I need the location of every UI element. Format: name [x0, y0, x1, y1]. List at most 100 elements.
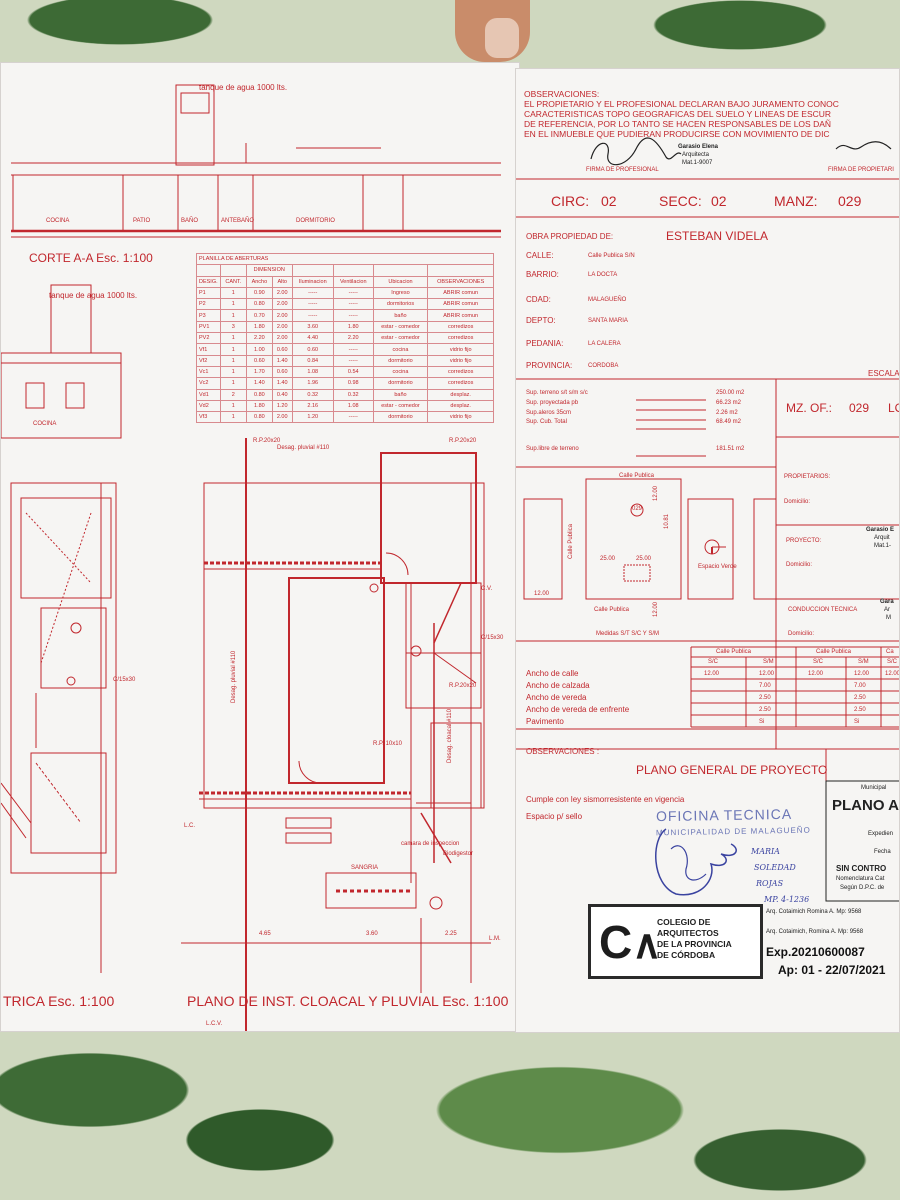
rp20x20-label-b: R.P.20x20 — [449, 438, 477, 444]
plano-general-title: PLANO GENERAL DE PROYECTO — [636, 763, 828, 777]
tank-label: tanque de agua 1000 lts. — [199, 83, 288, 92]
municipal-title-big: PLANO A — [832, 797, 899, 814]
room-dormitorio: DORMITORIO — [296, 218, 335, 224]
openings-cell: dormitorio — [372, 354, 429, 367]
handwritten-name-1: MARIA — [751, 847, 780, 856]
openings-cell: Vd2 — [196, 399, 221, 413]
dim-360: 3.60 — [366, 931, 378, 937]
handwritten-name-3: ROJAS — [756, 879, 784, 888]
openings-cell: Vf3 — [196, 411, 221, 424]
openings-cell: ABRIR comun — [427, 298, 494, 311]
openings-cell: estar - comedor — [372, 320, 429, 334]
drawing-sheet-left: tanque de agua 1000 lts. tanque de agua … — [0, 62, 520, 1032]
municipal-fecha: Fecha — [874, 849, 891, 855]
room-cocina: COCINA — [46, 218, 70, 224]
surface-label: Sup. proyectada pb — [526, 400, 579, 406]
openings-cell: P1 — [196, 286, 221, 300]
openings-cell: 2.00 — [271, 309, 293, 322]
openings-cell: 1.00 — [245, 343, 273, 356]
street-row-label: Ancho de vereda — [526, 693, 587, 702]
cs15x30-label-b: C/15x30 — [113, 677, 136, 683]
openings-cell: 1.08 — [332, 399, 374, 413]
holding-thumb — [455, 0, 530, 62]
street-sub-header: S/M — [858, 659, 869, 665]
openings-cell: corredizos — [427, 320, 494, 334]
openings-cell: 1 — [219, 343, 247, 356]
openings-cell: 1.20 — [291, 411, 334, 424]
mz-of-label: MZ. OF.: — [786, 401, 832, 415]
signature-professional — [590, 137, 892, 166]
lcv-label: L.C.V. — [206, 1021, 223, 1027]
openings-cell: 0.32 — [332, 388, 374, 401]
openings-cell: ----- — [332, 411, 374, 424]
professional-stamp-mat: Mat.1-9007 — [682, 160, 713, 166]
stamp-garasio-title: Arquit — [874, 535, 890, 541]
rp10x10-label: R.P. 10x10 — [373, 741, 402, 747]
lot-number: 029 — [632, 506, 643, 512]
openings-cell: dormitorios — [372, 298, 429, 311]
domicilio-3: Domicilio: — [788, 631, 815, 637]
surface-label: Sup.aleros 35cm — [526, 410, 572, 416]
ca-logo-line: DE CÓRDOBA — [657, 950, 716, 960]
biodigestor-label: Biodigestor — [443, 851, 474, 857]
openings-cell: 0.60 — [245, 354, 273, 367]
street-row-label: Pavimento — [526, 717, 564, 726]
manz-label: MANZ: — [774, 193, 818, 209]
professional-stamp-name: Garasio Elena — [678, 144, 719, 150]
municipal-segun: Según D.P.C. de — [840, 885, 885, 891]
openings-cell: 1 — [219, 332, 247, 345]
openings-cell: 1 — [219, 286, 247, 300]
handwritten-name-2: SOLEDAD — [754, 863, 796, 872]
openings-cell: 0.98 — [332, 377, 374, 390]
openings-cell: 1.40 — [245, 377, 273, 390]
openings-cell: Ingreso — [372, 286, 429, 300]
calle-publica-bottom: Calle Publica — [594, 607, 630, 613]
stamp-garasio-mat-2: M — [886, 615, 891, 621]
openings-cell: 3 — [219, 320, 247, 334]
proyecto-label: PROYECTO: — [786, 538, 822, 544]
firma-propietario: FIRMA DE PROPIETARI — [828, 167, 894, 173]
declaration-line: EN EL INMUEBLE QUE PUDIERAN PRODUCIRSE C… — [524, 129, 830, 139]
openings-cell: baño — [372, 388, 429, 401]
street-row-value: 12.00 — [704, 671, 720, 677]
depto-value: SANTA MARIA — [588, 318, 628, 324]
colegio-arquitectos-logo: C∧ COLEGIO DE ARQUITECTOS DE LA PROVINCI… — [588, 904, 763, 979]
openings-cell: cocina — [372, 365, 429, 379]
rp20x20-label: R.P.20x20 — [253, 438, 281, 444]
street-row-label: Ancho de calle — [526, 669, 579, 678]
pedania-value: LA CALERA — [588, 341, 621, 347]
cumple-label: Cumple con ley sismorresistente en vigen… — [526, 795, 685, 804]
street-row-value: 2.50 — [759, 695, 771, 701]
openings-cell: 1 — [219, 365, 247, 379]
openings-cell: PV1 — [196, 320, 221, 334]
propietarios-label: PROPIETARIOS: — [784, 474, 831, 480]
openings-cell: 2.16 — [291, 399, 334, 413]
street-row-value: 7.00 — [854, 683, 866, 689]
camara-label: camara de inspeccion — [401, 841, 460, 847]
provincia-value: CORDOBA — [588, 363, 619, 369]
desag-cloacal: Desag. cloacal #110 — [447, 709, 453, 763]
openings-cell: 1.96 — [291, 377, 334, 390]
surface-value: 181.51 m2 — [716, 446, 745, 452]
title-block-lines — [516, 178, 899, 902]
street-row-value: 12.00 — [759, 671, 775, 677]
header-cell: DESIG. — [196, 275, 221, 288]
openings-cell: corredizos — [427, 332, 494, 345]
municipal-title-small: Municipal — [861, 785, 887, 791]
openings-cell: 1 — [219, 354, 247, 367]
openings-cell: ----- — [291, 298, 334, 311]
openings-cell: Vf1 — [196, 343, 221, 356]
observaciones-title: OBSERVACIONES: — [524, 89, 600, 99]
openings-cell: 4.40 — [291, 332, 334, 345]
street-sub-header: S/M — [763, 659, 774, 665]
surface-label: Sup. terreno s/t s/m s/c — [526, 390, 588, 396]
street-row-value: 12.00 — [885, 671, 900, 677]
openings-cell: 2.00 — [271, 298, 293, 311]
street-sub-header: S/C — [887, 659, 898, 665]
declaration-line: CARACTERISTICAS TOPO GEOGRAFICAS DEL SUE… — [524, 109, 832, 119]
professional-stamp-title: Arquitecta — [682, 152, 710, 158]
